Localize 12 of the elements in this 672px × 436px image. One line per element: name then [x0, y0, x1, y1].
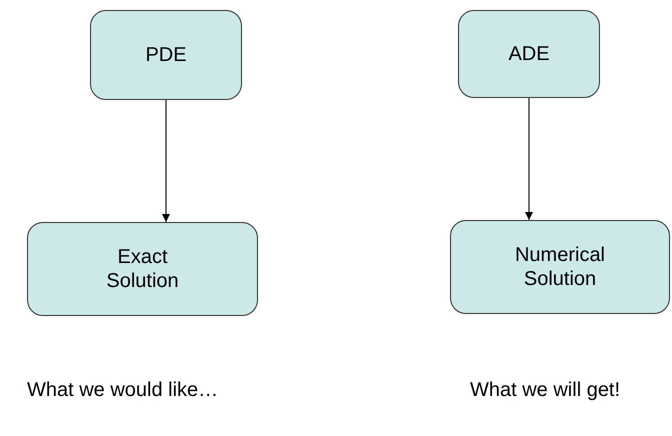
- process-box: [458, 10, 600, 98]
- process-box: [27, 222, 258, 316]
- box-label: Exact Solution: [105, 245, 180, 293]
- process-box: [450, 220, 670, 314]
- box-label: ADE: [507, 42, 551, 66]
- caption-text: What we would like…: [27, 378, 218, 402]
- box-label: PDE: [144, 43, 188, 67]
- caption-text: What we will get!: [470, 378, 620, 402]
- arrow: [162, 100, 170, 222]
- process-box: [90, 10, 242, 100]
- box-label: Numerical Solution: [514, 243, 606, 291]
- arrow: [525, 98, 533, 220]
